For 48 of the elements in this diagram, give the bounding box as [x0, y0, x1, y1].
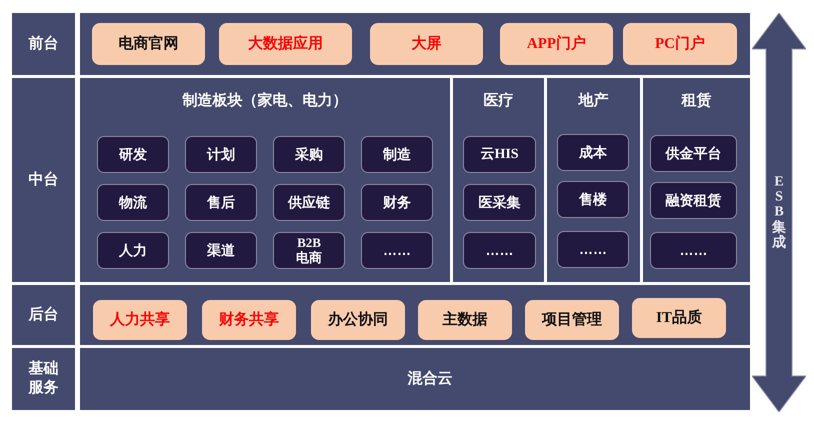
module-tile: 售楼: [557, 181, 629, 218]
panel-heading: 地产: [578, 91, 608, 111]
domain-panel: [80, 78, 450, 282]
module-tile: 财务: [361, 184, 433, 221]
layer-band: [80, 13, 750, 75]
module-tile: 电商官网: [92, 23, 205, 65]
module-tile: 融资租赁: [650, 182, 737, 219]
module-tile: 制造: [361, 136, 433, 173]
module-tile: 计划: [185, 136, 257, 173]
module-tile: 人力: [97, 232, 169, 269]
module-tile: 售后: [185, 184, 257, 221]
module-tile: 物流: [97, 184, 169, 221]
module-tile: 供金平台: [650, 135, 737, 172]
layer-band: [80, 285, 750, 345]
module-tile: 办公协同: [311, 300, 405, 340]
module-tile: 财务共享: [202, 300, 296, 340]
domain-panel: [453, 78, 544, 282]
module-tile: ……: [361, 232, 433, 269]
panel-heading: 租赁: [682, 91, 712, 111]
module-tile: 研发: [97, 136, 169, 173]
infrastructure-band: 混合云: [80, 348, 750, 410]
module-tile: 云HIS: [463, 136, 536, 173]
layer-label: 基础服务: [12, 348, 75, 410]
module-tile: 医采集: [463, 184, 536, 221]
panel-heading: 制造板块（家电、电力）: [182, 91, 348, 111]
domain-panel: [547, 78, 640, 282]
module-tile: PC门户: [623, 23, 737, 65]
module-tile: 大数据应用: [219, 23, 352, 65]
layer-label: 后台: [12, 285, 75, 345]
module-tile: 主数据: [418, 300, 512, 340]
module-tile: B2B电商: [273, 232, 345, 269]
module-tile: 采购: [273, 136, 345, 173]
module-tile: ……: [557, 231, 629, 268]
module-tile: 项目管理: [525, 300, 619, 340]
arrow-label: ESB集成: [772, 174, 786, 251]
module-tile: 人力共享: [93, 300, 187, 340]
module-tile: 渠道: [185, 232, 257, 269]
module-tile: 大屏: [370, 23, 483, 65]
module-tile: ……: [650, 232, 737, 269]
module-tile: APP门户: [500, 23, 613, 65]
module-tile: 成本: [557, 134, 629, 171]
module-tile: ……: [463, 232, 536, 269]
layer-label: 中台: [12, 78, 75, 282]
module-tile: 供应链: [273, 184, 345, 221]
panel-heading: 医疗: [484, 91, 514, 111]
module-tile: IT品质: [632, 298, 726, 338]
domain-panel: [643, 78, 750, 282]
layer-label: 前台: [12, 13, 75, 75]
